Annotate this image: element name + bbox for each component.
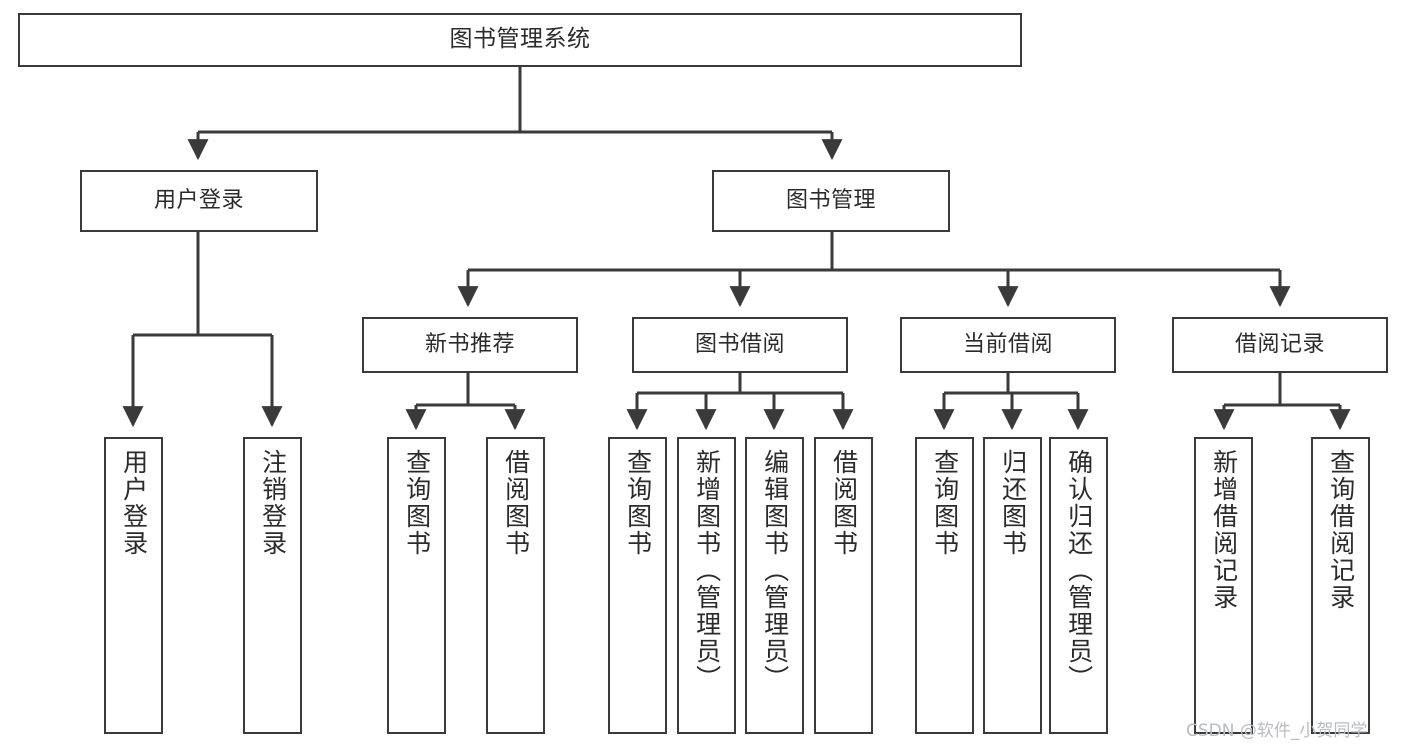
node-label: 用户登录 — [153, 188, 244, 214]
node-label: 借阅图书 — [501, 449, 531, 557]
node-label: 新书推荐 — [424, 332, 515, 358]
node-borrow-records[interactable]: 借阅记录 — [1172, 317, 1388, 373]
node-current-borrow[interactable]: 当前借阅 — [900, 317, 1116, 373]
leaf-new-book-query[interactable]: 查询图书 — [387, 437, 446, 734]
leaf-records-query-record[interactable]: 查询借阅记录 — [1311, 437, 1370, 734]
node-label: 借阅图书 — [829, 449, 859, 557]
node-label: 注销登录 — [258, 449, 288, 557]
node-label: 用户登录 — [119, 449, 149, 557]
node-root-system[interactable]: 图书管理系统 — [18, 13, 1022, 67]
node-new-book-recommend[interactable]: 新书推荐 — [362, 317, 578, 373]
node-label: 编辑图书（管理员） — [760, 449, 790, 692]
node-label: 当前借阅 — [962, 332, 1053, 358]
leaf-new-book-borrow[interactable]: 借阅图书 — [486, 437, 545, 734]
node-label: 图书管理 — [785, 188, 876, 214]
leaf-borrow-query-book[interactable]: 查询图书 — [608, 437, 667, 734]
node-book-borrow[interactable]: 图书借阅 — [632, 317, 848, 373]
leaf-borrow-edit-book-admin[interactable]: 编辑图书（管理员） — [745, 437, 804, 734]
node-label: 查询图书 — [623, 449, 653, 557]
leaf-current-confirm-return-admin[interactable]: 确认归还（管理员） — [1049, 437, 1108, 734]
node-label: 图书管理系统 — [449, 26, 591, 53]
leaf-borrow-add-book-admin[interactable]: 新增图书（管理员） — [677, 437, 736, 734]
node-label: 查询借阅记录 — [1326, 449, 1356, 611]
leaf-user-logout[interactable]: 注销登录 — [243, 437, 302, 734]
node-user-login[interactable]: 用户登录 — [80, 170, 318, 232]
node-label: 归还图书 — [998, 449, 1028, 557]
node-label: 新增借阅记录 — [1209, 449, 1239, 611]
node-label: 新增图书（管理员） — [692, 449, 722, 692]
node-label: 借阅记录 — [1234, 332, 1325, 358]
leaf-records-add-record[interactable]: 新增借阅记录 — [1194, 437, 1253, 734]
node-book-management[interactable]: 图书管理 — [712, 170, 950, 232]
node-label: 查询图书 — [402, 449, 432, 557]
node-label: 查询图书 — [930, 449, 960, 557]
csdn-watermark: CSDN @软件_小贺同学 — [1186, 721, 1368, 741]
leaf-current-return-book[interactable]: 归还图书 — [983, 437, 1042, 734]
leaf-user-login[interactable]: 用户登录 — [104, 437, 163, 734]
node-label: 图书借阅 — [694, 332, 785, 358]
node-label: 确认归还（管理员） — [1064, 449, 1094, 692]
leaf-current-query-book[interactable]: 查询图书 — [915, 437, 974, 734]
leaf-borrow-borrow-book[interactable]: 借阅图书 — [814, 437, 873, 734]
